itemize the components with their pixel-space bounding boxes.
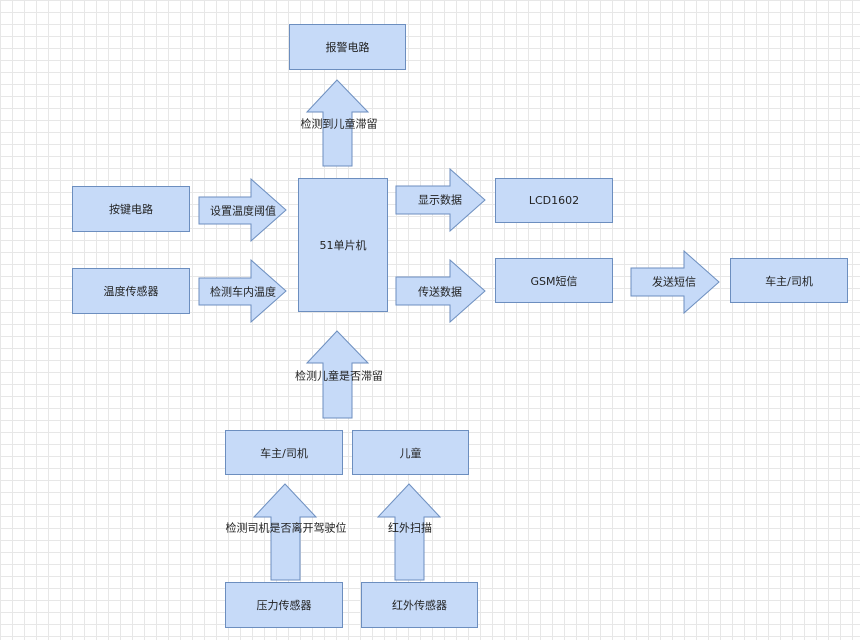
arrow-label-send-sms: 发送短信 xyxy=(652,275,696,289)
arrow-label-ir-scan: 红外扫描 xyxy=(388,521,432,535)
arrow-temp-to-mcu xyxy=(198,258,287,324)
alarm-circuit-box: 报警电路 xyxy=(289,24,406,70)
gsm-box: GSM短信 xyxy=(495,258,613,303)
arrow-label-detect-child-stay: 检测到儿童滞留 xyxy=(300,117,378,131)
lcd-box: LCD1602 xyxy=(495,178,613,223)
child-box: 儿童 xyxy=(352,430,469,475)
mcu-box: 51单片机 xyxy=(298,178,388,312)
arrow-label-send-data: 传送数据 xyxy=(418,285,462,299)
arrow-label-set-temp-threshold: 设置温度阈值 xyxy=(210,204,276,218)
arrow-label-detect-driver-leave: 检测司机是否离开驾驶位 xyxy=(225,521,347,535)
arrow-pressure-up xyxy=(252,483,318,581)
temp-sensor-box: 温度传感器 xyxy=(72,268,190,314)
arrow-keypad-to-mcu xyxy=(198,177,287,243)
owner-driver-right-box: 车主/司机 xyxy=(730,258,848,303)
arrow-mcu-to-lcd xyxy=(395,167,486,233)
arrow-label-detect-car-temp: 检测车内温度 xyxy=(210,285,276,299)
arrow-mcu-to-gsm xyxy=(395,258,486,324)
arrow-to-alarm xyxy=(305,79,370,167)
ir-sensor-box: 红外传感器 xyxy=(361,582,478,628)
keypad-circuit-box: 按键电路 xyxy=(72,186,190,232)
owner-driver-bottom-box: 车主/司机 xyxy=(225,430,343,475)
arrow-child-check-up xyxy=(305,330,370,419)
arrow-gsm-to-owner xyxy=(630,249,720,315)
arrow-label-show-data: 显示数据 xyxy=(418,193,462,207)
arrow-label-detect-child-check: 检测儿童是否滞留 xyxy=(295,369,383,383)
arrow-ir-up xyxy=(376,483,442,581)
pressure-sensor-box: 压力传感器 xyxy=(225,582,343,628)
